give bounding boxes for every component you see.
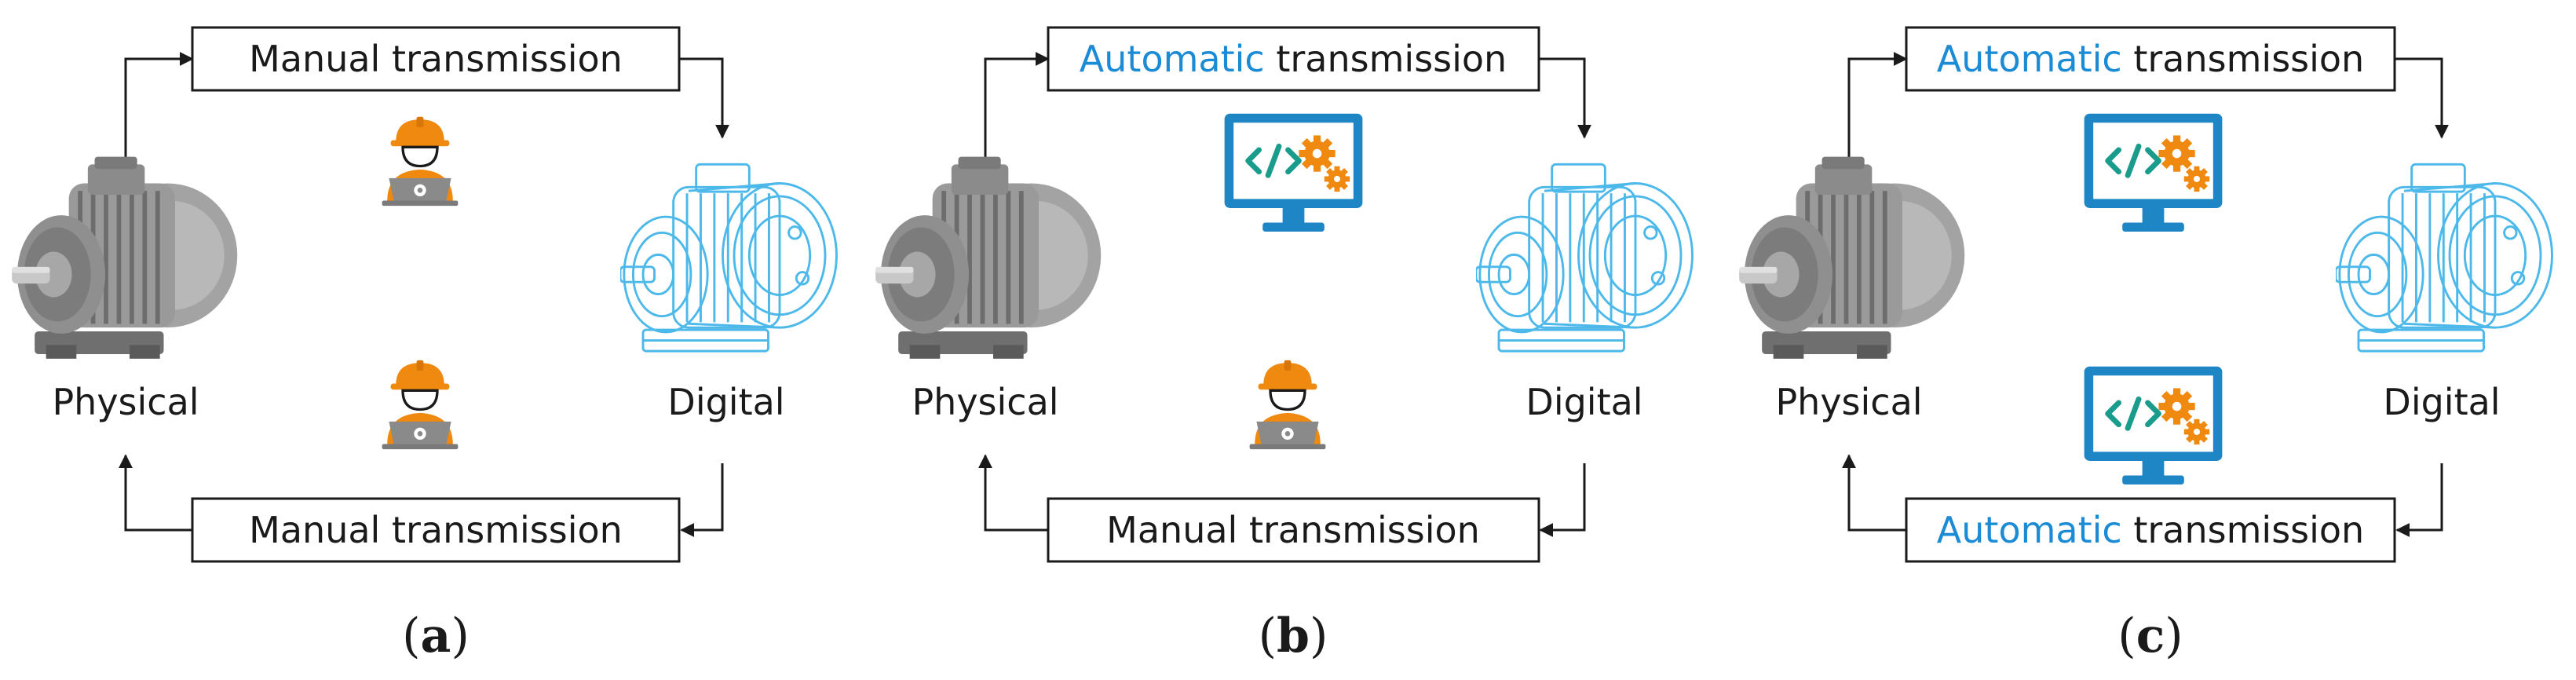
worker-laptop-icon	[380, 115, 460, 207]
digital-label: Digital	[2383, 381, 2500, 423]
panel-b-caption: (b)	[1259, 609, 1328, 664]
digital-motor-icon	[620, 163, 838, 353]
computer-code-gear-icon	[1225, 114, 1363, 232]
transmission-text: transmission	[380, 509, 622, 551]
transmission-text: transmission	[2122, 38, 2364, 80]
transmission-keyword: Automatic	[1080, 38, 1265, 80]
computer-code-gear-icon	[2085, 367, 2223, 484]
svg-text:Manual transmission: Manual transmission	[249, 509, 623, 551]
transmission-keyword: Manual	[1106, 509, 1237, 551]
transmission-text: transmission	[380, 38, 622, 80]
physical-label: Physical	[1775, 381, 1922, 423]
digital-motor-icon	[1476, 163, 1694, 353]
panel-c-caption: (c)	[2117, 609, 2183, 664]
panel-a-bottom-box: Manual transmission	[191, 497, 681, 563]
physical-label: Physical	[912, 381, 1058, 423]
svg-text:Automatic transmission: Automatic transmission	[1937, 509, 2364, 551]
transmission-keyword: Manual	[249, 509, 380, 551]
transmission-keyword: Automatic	[1937, 38, 2122, 80]
panel-b-connectors	[978, 52, 1591, 537]
physical-motor-icon	[875, 157, 1101, 359]
computer-code-gear-icon	[2085, 114, 2223, 232]
svg-text:Automatic transmission: Automatic transmission	[1080, 38, 1507, 80]
digital-label: Digital	[1526, 381, 1642, 423]
worker-laptop-icon	[380, 359, 460, 451]
physical-motor-icon	[12, 157, 237, 359]
svg-text:Manual transmission: Manual transmission	[1106, 509, 1480, 551]
panel-a-connectors	[119, 52, 729, 537]
digital-motor-icon	[2336, 163, 2553, 353]
panel-c-connectors	[1842, 52, 2449, 537]
panel-c-bottom-box: Automatic transmission	[1905, 497, 2396, 563]
transmission-text: transmission	[1265, 38, 1507, 80]
transmission-keyword: Automatic	[1937, 509, 2122, 551]
svg-text:Automatic transmission: Automatic transmission	[1937, 38, 2364, 80]
transmission-keyword: Manual	[249, 38, 380, 80]
panel-a-caption: (a)	[402, 609, 470, 664]
svg-text:Manual transmission: Manual transmission	[249, 38, 623, 80]
panel-a-top-box: Manual transmission	[191, 26, 681, 92]
worker-laptop-icon	[1248, 359, 1328, 451]
panel-b-top-box: Automatic transmission	[1047, 26, 1540, 92]
physical-label: Physical	[52, 381, 199, 423]
transmission-text: transmission	[1237, 509, 1479, 551]
panel-c-top-box: Automatic transmission	[1905, 26, 2396, 92]
physical-motor-icon	[1739, 157, 1964, 359]
panel-b-bottom-box: Manual transmission	[1047, 497, 1540, 563]
transmission-text: transmission	[2122, 509, 2364, 551]
digital-label: Digital	[667, 381, 784, 423]
